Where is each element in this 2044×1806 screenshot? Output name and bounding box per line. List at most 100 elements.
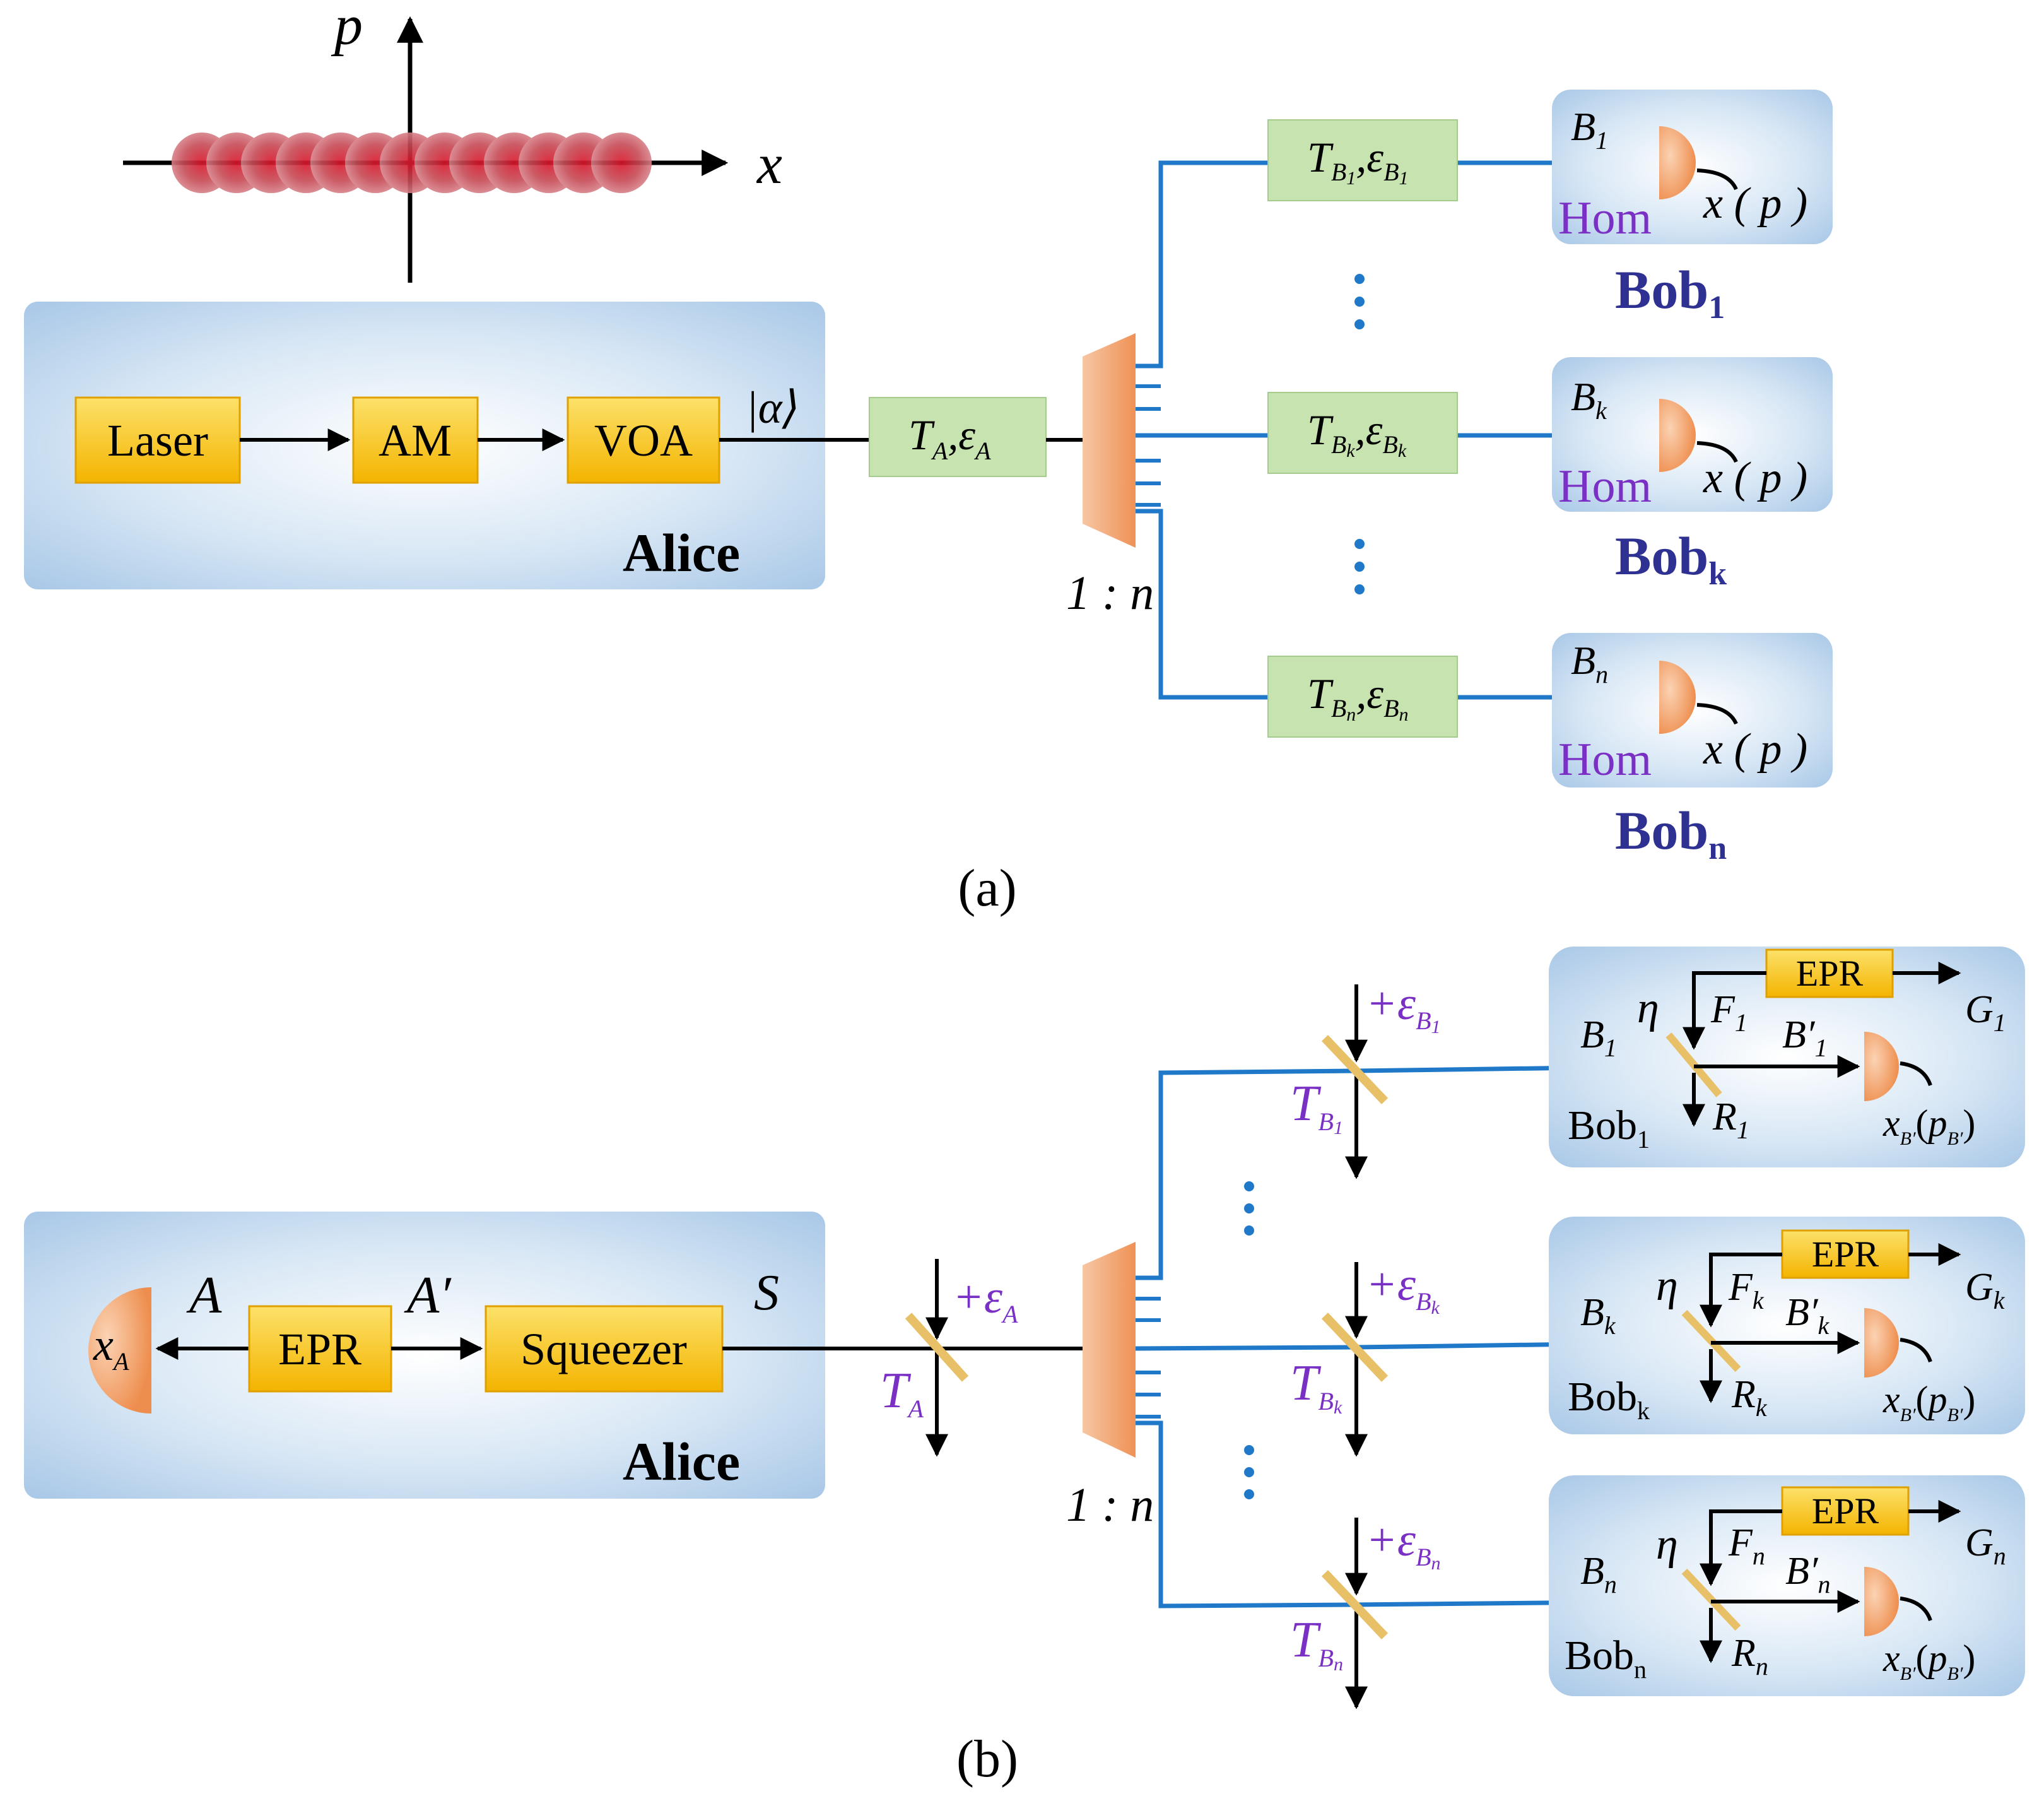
channel-a-beamsplitter: +εA TA (880, 1259, 1018, 1457)
bobk-name-a: Bobk (1615, 526, 1727, 592)
detector-icon (1864, 1308, 1899, 1378)
homodyne-label: Hom (1558, 734, 1652, 786)
alice-panel-a: Laser AM VOA |α⟩ Alice (24, 302, 825, 589)
svg-text:+εBn: +εBn (1366, 1514, 1441, 1574)
svg-text:B′k: B′k (1785, 1291, 1830, 1340)
svg-text:Bn: Bn (1571, 638, 1608, 688)
svg-text:B1: B1 (1571, 104, 1608, 155)
svg-text:+εA: +εA (953, 1272, 1018, 1328)
channel-a-box (869, 397, 1047, 477)
svg-text:TBn,εBn: TBn,εBn (1307, 670, 1409, 725)
bob1-name-a: Bob1 (1615, 259, 1725, 326)
svg-text:G1: G1 (1965, 988, 2006, 1037)
bobn-name-a: Bobn (1615, 800, 1727, 866)
svg-text:η: η (1637, 984, 1659, 1032)
bobk-panel-b: EPR η Fk Bk B′k Rk Gk Bobk xB′(pB′) (1549, 1217, 2025, 1434)
svg-text:xB′(pB′): xB′(pB′) (1882, 1379, 1975, 1425)
splitter-b: 1 : n (1066, 1242, 1161, 1532)
coherent-state-label: |α⟩ (746, 382, 800, 433)
axis-p-label: p (331, 0, 363, 57)
splitter-a: 1 : n (1066, 333, 1161, 620)
svg-text:R1: R1 (1712, 1095, 1749, 1144)
alice-title-a: Alice (623, 522, 740, 583)
svg-text:Gk: Gk (1965, 1266, 2006, 1314)
squeezer-box (485, 1305, 724, 1393)
vdots-a (1354, 274, 1365, 594)
svg-text:η: η (1656, 1520, 1678, 1569)
measure-label: x ( p ) (1703, 179, 1807, 228)
epr-source-box (248, 1305, 392, 1393)
splitter-ratio-a: 1 : n (1066, 567, 1154, 620)
alice-panel-b: xA A EPR A′ Squeezer S Alice (24, 1212, 825, 1499)
bob1-name-b: Bob1 (1568, 1102, 1650, 1154)
detector-icon (1864, 1032, 1899, 1101)
svg-text:Bn: Bn (1580, 1550, 1617, 1598)
vdots-b (1244, 1181, 1254, 1499)
axis-x-label: x (756, 133, 782, 196)
mode-a-prime-label: A′ (404, 1266, 452, 1325)
svg-text:Bk: Bk (1571, 374, 1607, 425)
svg-text:Rn: Rn (1731, 1632, 1768, 1680)
svg-text:Bk: Bk (1580, 1291, 1616, 1340)
svg-text:xB′(pB′): xB′(pB′) (1882, 1102, 1975, 1149)
detector-icon (1864, 1567, 1899, 1636)
homodyne-label: Hom (1558, 192, 1652, 244)
epr-label: EPR (1812, 1490, 1879, 1532)
svg-text:xB′(pB′): xB′(pB′) (1882, 1638, 1975, 1684)
bobn-panel-a: Bn Hom x ( p ) Bobn (1552, 633, 1833, 866)
caption-a: (a) (958, 859, 1016, 918)
laser-box (74, 396, 241, 484)
am-box (352, 396, 479, 484)
svg-text:TBk: TBk (1290, 1355, 1342, 1418)
figure-a: x p Laser AM VOA |α⟩ Alice TA,εA (24, 0, 1833, 918)
detector-xa-icon (88, 1287, 151, 1414)
detector-icon (1659, 399, 1696, 472)
channel-bk-a: TBk,εBk (1267, 392, 1458, 474)
svg-text:η: η (1656, 1261, 1678, 1310)
svg-text:TBk,εBk: TBk,εBk (1307, 406, 1407, 461)
channel-b1-a: TB1,εB1 (1267, 119, 1458, 201)
epr-label: EPR (1796, 953, 1864, 994)
bobk-name-b: Bobk (1568, 1374, 1650, 1425)
detector-icon (1659, 126, 1696, 199)
bobk-panel-a: Bk Hom x ( p ) Bobk (1552, 357, 1833, 592)
phase-space-plot: x p (123, 0, 782, 283)
channel-bk-beamsplitter: +εBk TBk (1290, 1259, 1440, 1457)
epr-label: EPR (1812, 1234, 1879, 1275)
measure-label: x ( p ) (1703, 725, 1807, 774)
homodyne-label: Hom (1558, 461, 1652, 512)
svg-text:Rk: Rk (1731, 1373, 1768, 1422)
svg-text:TB1: TB1 (1290, 1076, 1343, 1138)
epr-box (1765, 948, 1894, 998)
svg-text:TB1,εB1: TB1,εB1 (1307, 133, 1409, 189)
splitter-ratio-b: 1 : n (1066, 1478, 1154, 1532)
svg-text:B′1: B′1 (1782, 1013, 1827, 1062)
svg-text:Gn: Gn (1965, 1521, 2006, 1570)
epr-box (1781, 1486, 1910, 1536)
alice-title-b: Alice (623, 1431, 740, 1492)
bobn-name-b: Bobn (1565, 1632, 1647, 1684)
channel-bn-a: TBn,εBn (1267, 656, 1458, 738)
channel-a-label: TA,εA (908, 411, 991, 465)
channel-bn-beamsplitter: +εBn TBn (1290, 1514, 1441, 1709)
bobn-panel-b: EPR η Fn Bn B′n Rn Gn Bobn xB′(pB′) (1549, 1475, 2025, 1696)
coherent-state-blobs (172, 133, 652, 193)
svg-text:TA: TA (880, 1363, 924, 1423)
svg-text:Fn: Fn (1728, 1521, 1765, 1570)
bob1-panel-a: B1 Hom x ( p ) Bob1 (1552, 90, 1833, 326)
svg-text:+εB1: +εB1 (1366, 978, 1441, 1037)
measure-label: x ( p ) (1703, 454, 1807, 502)
svg-text:+εBk: +εBk (1366, 1259, 1440, 1318)
detector-icon (1659, 661, 1696, 734)
mode-a-label: A (186, 1266, 222, 1325)
am-label: AM (379, 415, 452, 466)
svg-text:B1: B1 (1580, 1013, 1617, 1062)
svg-text:TBn: TBn (1290, 1612, 1343, 1675)
voa-label: VOA (594, 415, 693, 466)
squeezer-label: Squeezer (520, 1324, 687, 1374)
svg-text:B′n: B′n (1785, 1550, 1830, 1598)
laser-label: Laser (107, 415, 208, 466)
xa-label: xA (93, 1319, 129, 1376)
mode-s-label: S (754, 1265, 779, 1321)
